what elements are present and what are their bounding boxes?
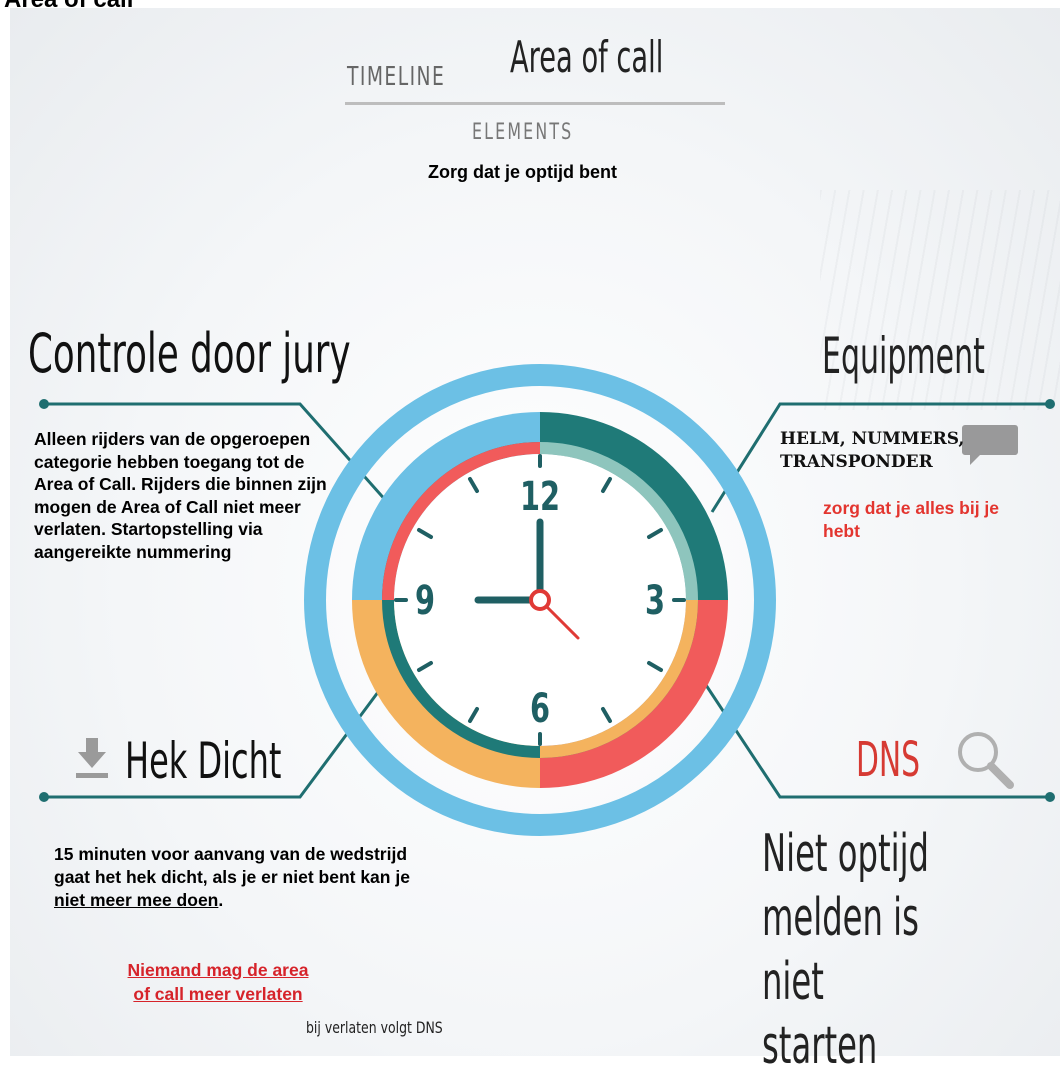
- page-title: Area of call: [510, 32, 664, 83]
- controle-heading: Controle door jury: [28, 322, 351, 385]
- title-divider: [345, 102, 725, 105]
- dns-heading: DNS: [856, 732, 921, 788]
- hek-text-main: 15 minuten voor aanvang van de wedstrijd…: [54, 844, 410, 887]
- inner-ring-light-teal-arc: [539, 442, 698, 601]
- elements-label: ELEMENTS: [472, 120, 574, 145]
- clock-number-9: 9: [415, 578, 435, 624]
- inner-ring-red-arc: [382, 442, 541, 601]
- timeline-label: TIMELINE: [347, 62, 446, 92]
- tick-4: [647, 661, 663, 672]
- hek-heading: Hek Dicht: [125, 732, 282, 790]
- clock-graphic: 12 3 6 9: [39, 364, 1055, 836]
- connector-dot-dns: [1045, 792, 1055, 802]
- hek-text-emphasis: niet meer mee doen: [54, 890, 219, 910]
- connector-line-controle: [44, 402, 414, 531]
- clock-center: [529, 589, 551, 611]
- subtitle: Zorg dat je optijd bent: [428, 162, 617, 182]
- tick-5: [601, 707, 612, 723]
- connector-dot-hek: [39, 792, 49, 802]
- clock-number-3: 3: [645, 578, 665, 624]
- tick-1: [601, 477, 612, 493]
- tick-7: [468, 707, 479, 723]
- chat-bubble-icon: [962, 425, 1018, 465]
- tick-10: [417, 528, 433, 539]
- connector-dot-controle: [39, 399, 49, 409]
- hek-text-end: .: [218, 890, 224, 910]
- equipment-heading: Equipment: [822, 327, 985, 385]
- equipment-note: zorg dat je alles bij je hebt: [823, 498, 1000, 541]
- clock-number-6: 6: [530, 686, 550, 732]
- warning-note: bij verlaten volgt DNS: [306, 1018, 443, 1037]
- warning-text: Niemand mag de area of call meer verlate…: [127, 960, 309, 1004]
- magnifier-icon: [958, 732, 1014, 789]
- inner-ring-orange-arc: [539, 599, 698, 758]
- hek-text: 15 minuten voor aanvang van de wedstrijd…: [54, 843, 434, 912]
- tick-8: [417, 661, 433, 672]
- tick-2: [647, 528, 663, 539]
- dns-text: Niet optijd melden is niet starten: [762, 824, 930, 1076]
- outer-ring: [304, 364, 776, 836]
- connector-dot-equipment: [1045, 399, 1055, 409]
- tick-11: [468, 477, 479, 493]
- equipment-items: HELM, NUMMERS, TRANSPONDER: [780, 429, 965, 472]
- controle-text: Alleen rijders van de opgeroepen categor…: [34, 429, 327, 562]
- clock-number-12: 12: [520, 474, 560, 520]
- background-decoration: [820, 190, 1060, 410]
- download-arrow-icon: [76, 738, 108, 778]
